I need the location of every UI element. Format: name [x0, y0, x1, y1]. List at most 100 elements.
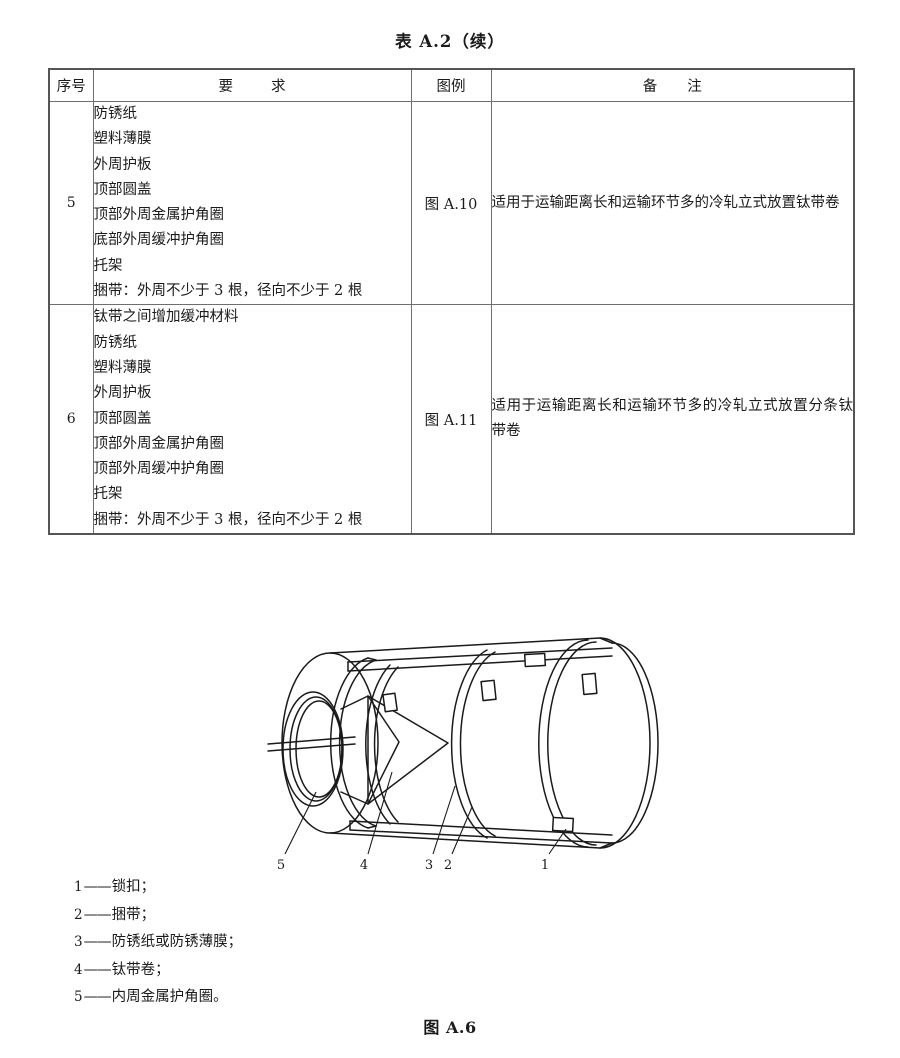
legend-label: 防锈纸或防锈薄膜； — [111, 934, 243, 950]
figure-caption: 图 A.6 — [423, 1018, 477, 1037]
lock-buckle-rear-circumferential — [581, 672, 598, 696]
requirement-line: 钛带之间增加缓冲材料 — [93, 309, 239, 326]
requirement-line: 外周护板 — [93, 385, 152, 402]
remark-text: 适用于运输距离长和运输环节多的冷轧立式放置钛带卷 — [491, 194, 840, 211]
column-header-remark-part1: 备 — [642, 79, 658, 95]
lock-buckle-middle-circumferential — [480, 679, 497, 702]
circumferential-strap-3-line-a — [538, 639, 589, 848]
table-header: 序号 要求 图例 备注 — [48, 68, 855, 102]
legend-key: 2 — [74, 906, 83, 923]
spec-table: 序号 要求 图例 备注 5 防锈纸 塑料薄膜 外周护板 顶部圆盖 顶部外周金属护… — [48, 68, 855, 536]
legend-key: 1 — [74, 879, 83, 895]
requirement-line: 捆带：外周不少于 3 根，径向不少于 2 根 — [93, 283, 363, 300]
legend-item: 2——捆带； — [74, 902, 242, 930]
callout-number-5: 5 — [277, 858, 285, 873]
circumferential-strap-3-line-b — [547, 641, 597, 846]
legend-item: 1——锁扣； — [74, 874, 242, 902]
remark-text: 适用于运输距离长和运输环节多的冷轧立式放置分条钛带卷 — [491, 398, 854, 440]
callout-number-1: 1 — [541, 858, 549, 873]
legend-dash: —— — [83, 961, 112, 978]
circumferential-strap-2-line-a — [450, 649, 488, 839]
row-requirements: 钛带之间增加缓冲材料 防锈纸 塑料薄膜 外周护板 顶部圆盖 顶部外周金属护角圈 … — [92, 304, 412, 535]
coil-bore-outer-ring — [282, 691, 344, 807]
lock-buckle-axial-bottom — [551, 816, 575, 833]
legend-item: 4——钛带卷； — [74, 957, 242, 985]
coil-back-top-connector — [599, 637, 613, 644]
table-row: 6 钛带之间增加缓冲材料 防锈纸 塑料薄膜 外周护板 顶部圆盖 顶部外周金属护角… — [48, 304, 855, 535]
row-requirements: 防锈纸 塑料薄膜 外周护板 顶部圆盖 顶部外周金属护角圈 底部外周缓冲护角圈 托… — [92, 100, 412, 306]
wrap-seam-front-2 — [338, 659, 377, 827]
coil-packaging-drawing: 5 4 3 2 1 — [267, 637, 659, 873]
requirement-line: 防锈纸 — [93, 334, 138, 351]
table-body: 5 防锈纸 塑料薄膜 外周护板 顶部圆盖 顶部外周金属护角圈 底部外周缓冲护角圈… — [48, 100, 855, 535]
radial-strap-front-top-line — [267, 736, 356, 745]
circumferential-strap-2-line-b — [459, 651, 496, 837]
wrap-seam-top-connector — [367, 657, 377, 661]
legend-label: 捆带； — [111, 906, 156, 923]
coil-top-edge — [329, 637, 601, 654]
front-cover-facet-lower — [340, 791, 369, 805]
leader-line-2 — [451, 806, 473, 855]
coil-back-bottom-connector — [599, 842, 613, 849]
legend-dash: —— — [83, 934, 112, 950]
column-header-no: 序号 — [48, 68, 94, 102]
page-title: 表 A.2（续） — [395, 32, 505, 51]
column-header-remark-part2: 注 — [687, 79, 702, 95]
callout-number-2: 2 — [444, 858, 452, 873]
row-figure-reference: 图 A.10 — [410, 100, 492, 306]
axial-strap-lower-line — [347, 655, 613, 672]
coil-packaging-figure: 5 4 3 2 1 — [0, 596, 900, 896]
circumferential-strap-1-line-b — [373, 666, 399, 823]
wrap-seam-bottom-connector — [367, 825, 377, 829]
spec-table-container: 序号 要求 图例 备注 5 防锈纸 塑料薄膜 外周护板 顶部圆盖 顶部外周金属护… — [48, 68, 855, 536]
coil-back-edge-outer — [599, 637, 651, 849]
axial-strap-bottom-upper-line — [349, 820, 613, 836]
lock-buckle-axial-top — [523, 652, 547, 668]
legend-key: 4 — [74, 961, 83, 978]
leader-line-1 — [548, 828, 567, 855]
requirement-line: 塑料薄膜 — [93, 131, 152, 148]
radial-strap-front-bottom-line — [267, 743, 356, 752]
legend-key: 5 — [74, 989, 83, 1005]
row-remark: 适用于运输距离长和运输环节多的冷轧立式放置钛带卷 — [490, 100, 855, 306]
coil-back-edge-inner — [611, 642, 659, 844]
table-row: 5 防锈纸 塑料薄膜 外周护板 顶部圆盖 顶部外周金属护角圈 底部外周缓冲护角圈… — [48, 100, 855, 306]
coil-body-group — [267, 637, 659, 849]
column-header-requirement: 要求 — [92, 68, 412, 102]
legend-label: 钛带卷； — [111, 961, 170, 978]
requirement-line: 顶部外周缓冲护角圈 — [93, 461, 225, 478]
table-header-row: 序号 要求 图例 备注 — [48, 68, 855, 102]
requirement-line: 托架 — [93, 486, 123, 503]
legend-dash: —— — [83, 906, 112, 923]
callout-number-4: 4 — [360, 858, 368, 873]
leader-line-4 — [367, 771, 393, 855]
requirement-line: 顶部外周金属护角圈 — [93, 435, 225, 452]
requirement-line: 顶部圆盖 — [93, 410, 152, 427]
callout-number-3: 3 — [425, 858, 433, 873]
lock-buckle-front-circumferential — [382, 692, 398, 713]
row-figure-reference: 图 A.11 — [410, 304, 492, 535]
coil-bore-inner-ring — [295, 700, 343, 798]
column-header-requirement-part1: 要 — [218, 79, 234, 95]
row-number: 6 — [48, 304, 94, 535]
axial-strap-bottom-lower-line — [349, 829, 613, 844]
column-header-remark: 备注 — [490, 68, 855, 102]
legend-label: 内周金属护角圈。 — [111, 989, 228, 1005]
row-number: 5 — [48, 100, 94, 306]
requirement-line: 顶部圆盖 — [93, 181, 152, 198]
column-header-requirement-part2: 求 — [271, 79, 286, 95]
leader-line-3 — [432, 785, 456, 855]
requirement-line: 托架 — [93, 257, 123, 274]
front-wedge-triangle — [367, 695, 449, 805]
circumferential-strap-1-line-a — [365, 664, 391, 825]
requirement-line: 防锈纸 — [93, 106, 138, 122]
legend-dash: —— — [83, 879, 112, 895]
legend-key: 3 — [74, 934, 83, 950]
figure-legend: 1——锁扣； 2——捆带； 3——防锈纸或防锈薄膜； 4——钛带卷； 5——内周… — [74, 874, 242, 1012]
callout-number-group: 5 4 3 2 1 — [277, 858, 549, 873]
legend-item: 3——防锈纸或防锈薄膜； — [74, 929, 242, 957]
row-remark: 适用于运输距离长和运输环节多的冷轧立式放置分条钛带卷 — [490, 304, 855, 535]
callout-leader-lines — [284, 771, 567, 855]
legend-label: 锁扣； — [111, 879, 156, 895]
requirement-line: 顶部外周金属护角圈 — [93, 207, 225, 224]
